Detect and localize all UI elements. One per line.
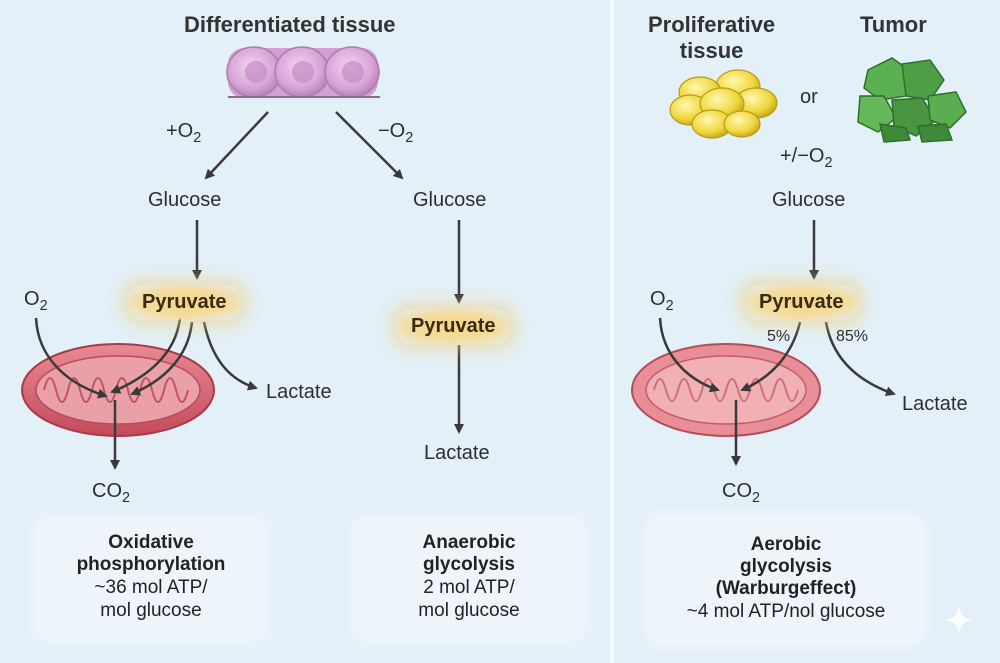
arrow-tissue-to-glucose-anaerobic [335, 111, 404, 180]
anaerobic-glycolysis-box: Anaerobic glycolysis 2 mol ATP/ mol gluc… [356, 520, 582, 638]
plus-minus-o2-label: +/−O2 [780, 145, 833, 172]
anaerobic-atp-line-2: mol glucose [418, 600, 520, 621]
lactate-anaerobic-label: Lactate [424, 442, 490, 464]
arrow-pyruvate-into-mitochondrion-warburg [740, 321, 802, 392]
arrow-o2-into-mitochondrion [34, 317, 108, 399]
co2-subscript: 2 [122, 490, 131, 507]
proliferative-title-line-2: tissue [679, 38, 744, 63]
o2-mito-text: O [24, 288, 40, 310]
arrow-pyruvate-into-mitochondrion-2 [110, 317, 182, 394]
pyruvate-aerobic-label: Pyruvate [128, 285, 241, 320]
plus-minus-o2-text: +/−O [780, 145, 825, 167]
differentiated-cells-icon [226, 46, 380, 98]
percent-85-label: 85% [836, 328, 869, 345]
tumor-title: Tumor [860, 12, 927, 37]
aerobic-glycolysis-box: Aerobic glycolysis (Warburgeffect) ~4 mo… [650, 518, 922, 642]
aerobic-title-1: Aerobic [750, 534, 822, 555]
proliferative-title-line-1: Proliferative [648, 12, 776, 37]
oxidative-title-1: Oxidative [108, 532, 194, 553]
lactate-warburg-label: Lactate [902, 393, 968, 415]
glucose-anaerobic-label: Glucose [413, 189, 487, 211]
oxidative-atp-line-1: ~36 mol ATP/ [94, 577, 208, 598]
proliferative-tissue-title: Proliferative tissue [648, 12, 775, 64]
co2-text: CO [92, 480, 122, 502]
plus-minus-o2-subscript: 2 [824, 155, 833, 172]
o2-mito-label: O2 [24, 288, 48, 315]
pyruvate-warburg-label: Pyruvate [745, 285, 858, 320]
arrow-pyruvate-into-mitochondrion-1 [130, 321, 194, 396]
aerobic-title-3: (Warburgeffect) [715, 578, 857, 599]
o2-mito-warburg-label: O2 [650, 288, 674, 315]
co2-label: CO2 [92, 480, 131, 507]
plus-o2-label: +O2 [166, 120, 202, 147]
arrow-pyruvate-to-lactate-aerobic [202, 321, 258, 391]
oxidative-atp-line-2: mol glucose [100, 600, 202, 621]
o2-mito-warburg-text: O [650, 288, 666, 310]
lactate-aerobic-label: Lactate [266, 381, 332, 403]
or-label: or [800, 86, 818, 108]
minus-o2-text: −O [378, 120, 406, 142]
tumor-cells-icon [857, 57, 967, 143]
co2-warburg-label: CO2 [722, 480, 761, 507]
co2-warburg-text: CO [722, 480, 752, 502]
arrow-o2-into-mitochondrion-warburg [658, 317, 720, 393]
pyruvate-anaerobic-label: Pyruvate [397, 309, 510, 344]
arrow-pyruvate-to-lactate-warburg [824, 321, 896, 397]
arrow-tissue-to-glucose-aerobic [204, 111, 269, 180]
anaerobic-title-1: Anaerobic [422, 532, 516, 553]
co2-warburg-subscript: 2 [752, 490, 761, 507]
percent-5-label: 5% [767, 328, 791, 345]
minus-o2-label: −O2 [378, 120, 414, 147]
aerobic-title-2: glycolysis [740, 556, 832, 577]
plus-o2-text: +O [166, 120, 194, 142]
oxidative-phosphorylation-box: Oxidative phosphorylation ~36 mol ATP/ m… [38, 520, 264, 638]
oxidative-title-2: phosphorylation [76, 554, 226, 575]
o2-mito-subscript: 2 [39, 298, 48, 315]
glucose-aerobic-label: Glucose [148, 189, 222, 211]
anaerobic-atp-line-1: 2 mol ATP/ [423, 577, 515, 598]
panel-divider [610, 0, 614, 663]
aerobic-atp-line: ~4 mol ATP/nol glucose [686, 601, 886, 622]
glucose-warburg-label: Glucose [772, 189, 846, 211]
anaerobic-title-2: glycolysis [423, 554, 515, 575]
o2-mito-warburg-subscript: 2 [665, 298, 674, 315]
mitochondrion-warburg-icon [631, 343, 821, 437]
differentiated-tissue-title: Differentiated tissue [184, 12, 396, 37]
plus-o2-subscript: 2 [193, 130, 202, 147]
proliferative-cells-icon [669, 69, 778, 139]
sparkle-icon [944, 605, 974, 635]
minus-o2-subscript: 2 [405, 130, 414, 147]
